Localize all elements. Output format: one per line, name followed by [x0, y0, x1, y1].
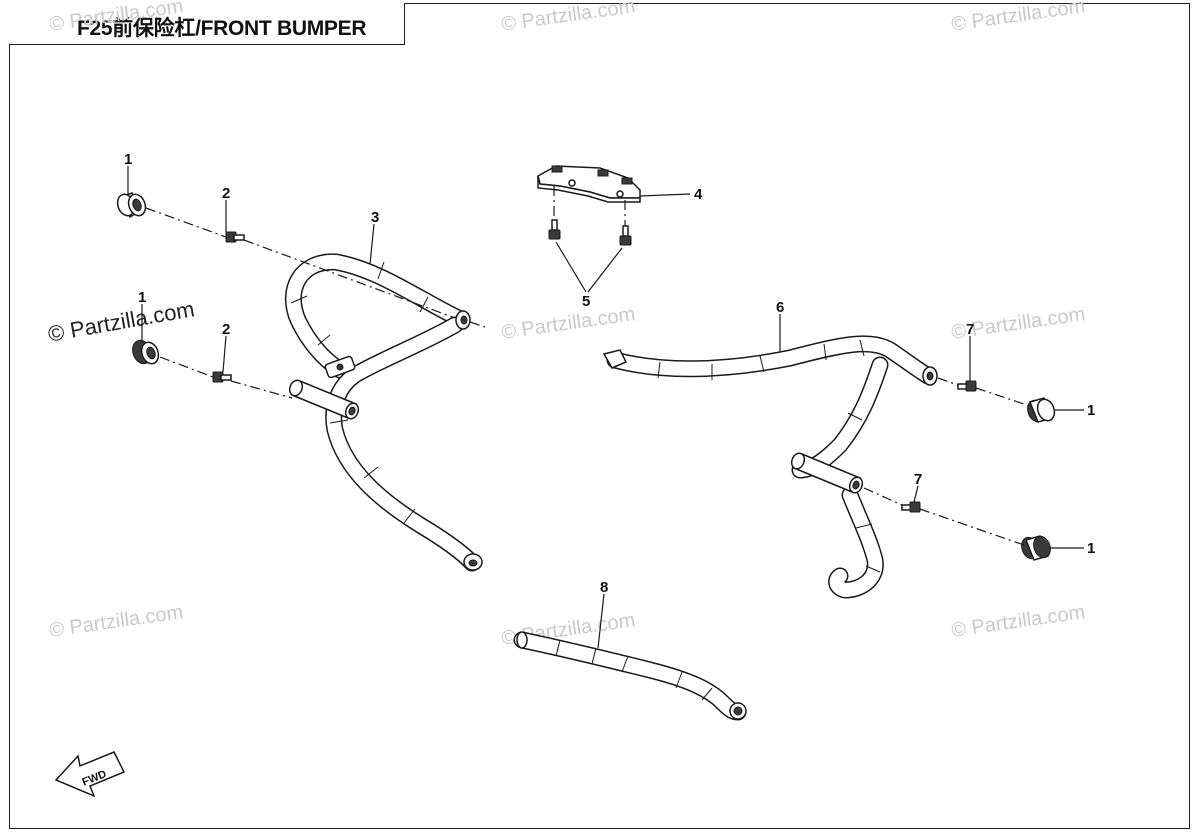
- assembly-line: [159, 356, 214, 378]
- callout-8: 8: [600, 579, 608, 596]
- assembly-line: [937, 377, 959, 386]
- callout-7: 7: [914, 471, 922, 488]
- part-5-bolt-left: [548, 219, 561, 240]
- part-5-bolt-right: [619, 225, 632, 246]
- callout-1: 1: [1087, 402, 1095, 419]
- diagram-border: [9, 3, 1190, 829]
- assembly-line: [469, 321, 486, 328]
- callout-1: 1: [1087, 540, 1095, 557]
- callout-6: 6: [776, 299, 784, 316]
- part-1-grommet-lower-left: [132, 339, 160, 365]
- assembly-line: [230, 380, 293, 399]
- callout-5: 5: [582, 293, 590, 310]
- callout-1: 1: [138, 289, 146, 306]
- part-1-grommet-upper-right: [1027, 397, 1056, 423]
- callout-numbers: 1 2 3 1 2 4 5 6 7 1 7 1 8: [124, 151, 1095, 596]
- part-1-grommet-lower-right: [1021, 535, 1051, 561]
- part-3-left-bumper-tube: [284, 253, 483, 572]
- part-8-lower-tube: [513, 631, 747, 721]
- part-7-bolt-upper: [957, 380, 977, 392]
- part-2-bolt-upper: [225, 231, 245, 243]
- assembly-line: [145, 207, 227, 238]
- part-6-right-bumper-tube: [602, 335, 938, 599]
- assembly-line: [863, 487, 903, 506]
- part-7-bolt-lower: [901, 501, 921, 513]
- assembly-line: [919, 508, 1025, 546]
- forward-arrow-icon: FWD: [54, 751, 126, 798]
- part-4-mounting-plate: [537, 165, 641, 203]
- part-2-bolt-lower: [212, 371, 232, 383]
- callout-4: 4: [694, 186, 703, 203]
- callout-7: 7: [966, 321, 974, 338]
- title-box: F25前保险杠/FRONT BUMPER: [9, 3, 405, 45]
- callout-1: 1: [124, 151, 132, 168]
- callout-3: 3: [371, 209, 379, 226]
- assembly-line: [975, 387, 1031, 407]
- diagram-title: F25前保险杠/FRONT BUMPER: [77, 17, 367, 40]
- callout-2: 2: [222, 321, 230, 338]
- assembly-line: [243, 239, 456, 319]
- callout-leaders: [127, 166, 1084, 649]
- callout-2: 2: [222, 185, 230, 202]
- part-1-grommet-upper-left: [116, 192, 147, 219]
